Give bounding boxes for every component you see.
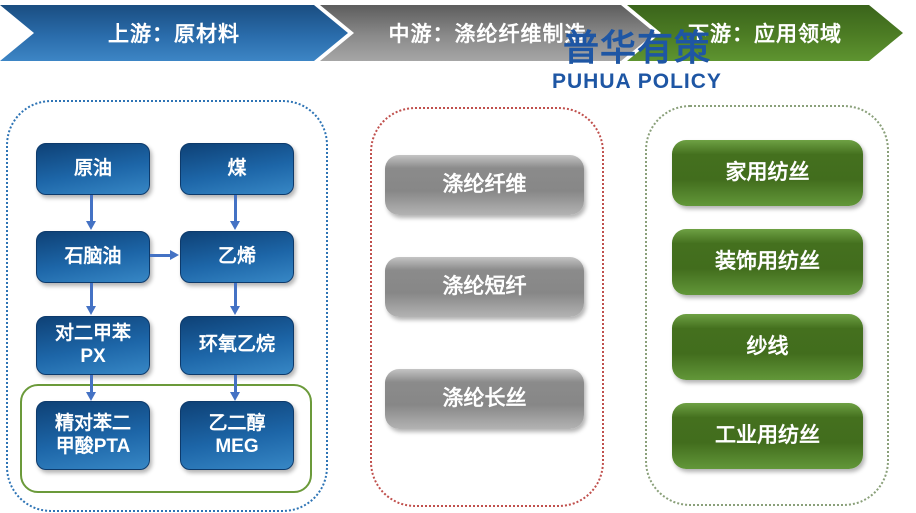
- node-industrial-textile: 工业用纺丝: [672, 403, 863, 469]
- node-px: 对二甲苯 PX: [36, 316, 150, 375]
- node-coal-label: 煤: [227, 157, 247, 179]
- connector-naphtha-to-ethylene: [150, 250, 179, 260]
- pta-meg-group: [20, 384, 312, 493]
- node-pta: 精对苯二 甲酸PTA: [36, 401, 150, 470]
- node-polyester-staple: 涤纶短纤: [385, 257, 584, 317]
- node-polyester-staple-label: 涤纶短纤: [442, 275, 527, 299]
- stage-arrow-downstream: 下游：应用领域: [627, 5, 903, 61]
- node-decorative-textile: 装饰用纺丝: [672, 229, 863, 295]
- node-ethylene-oxide: 环氧乙烷: [180, 316, 294, 375]
- logo-chinese-text: 普华有策: [562, 27, 711, 68]
- node-crude-oil-label: 原油: [73, 157, 112, 179]
- puhua-logo: 普华有策 PUHUA POLICY: [552, 28, 722, 94]
- node-meg-label: 乙二醇: [208, 412, 266, 434]
- node-polyester-filament-label: 涤纶长丝: [442, 387, 527, 411]
- node-industrial-textile-label: 工业用纺丝: [715, 424, 820, 448]
- node-home-textile: 家用纺丝: [672, 140, 863, 206]
- node-meg: 乙二醇 MEG: [180, 401, 294, 470]
- node-polyester-fiber-label: 涤纶纤维: [442, 173, 527, 197]
- node-crude-oil: 原油: [36, 143, 150, 195]
- upstream-panel: [6, 100, 328, 512]
- connector-oxide-to-meg: [230, 375, 240, 401]
- node-polyester-filament: 涤纶长丝: [385, 369, 584, 429]
- downstream-panel: [645, 105, 889, 506]
- connector-coal-to-ethylene: [230, 195, 240, 230]
- node-home-textile-label: 家用纺丝: [725, 161, 810, 185]
- connector-ethylene-to-oxide: [230, 283, 240, 315]
- node-naphtha-label: 石脑油: [64, 245, 122, 267]
- node-polyester-fiber: 涤纶纤维: [385, 155, 584, 215]
- stage-arrow-upstream-label: 上游：原材料: [108, 23, 240, 46]
- midstream-panel: [370, 107, 604, 507]
- stage-arrow-midstream: 中游：涤纶纤维制造: [320, 5, 655, 61]
- connector-crude-to-naphtha: [86, 195, 96, 230]
- node-coal: 煤: [180, 143, 294, 195]
- node-ethylene: 乙烯: [180, 231, 294, 283]
- node-decorative-textile-label: 装饰用纺丝: [715, 250, 820, 274]
- connector-naphtha-to-px: [86, 283, 96, 315]
- stage-arrow-midstream-label: 中游：涤纶纤维制造: [388, 23, 587, 46]
- node-yarn-label: 纱线: [746, 335, 789, 359]
- stage-arrow-upstream: 上游：原材料: [0, 5, 348, 61]
- logo-english-text: PUHUA POLICY: [552, 69, 722, 93]
- node-yarn: 纱线: [672, 314, 863, 380]
- node-pta-label: 精对苯二: [54, 412, 131, 434]
- node-px-label: 对二甲苯: [54, 322, 131, 344]
- node-ethylene-label: 乙烯: [217, 245, 256, 267]
- connector-px-to-pta: [86, 375, 96, 401]
- node-ethylene-oxide-label: 环氧乙烷: [198, 334, 275, 356]
- stage-arrow-downstream-label: 下游：应用领域: [688, 23, 842, 46]
- node-naphtha: 石脑油: [36, 231, 150, 283]
